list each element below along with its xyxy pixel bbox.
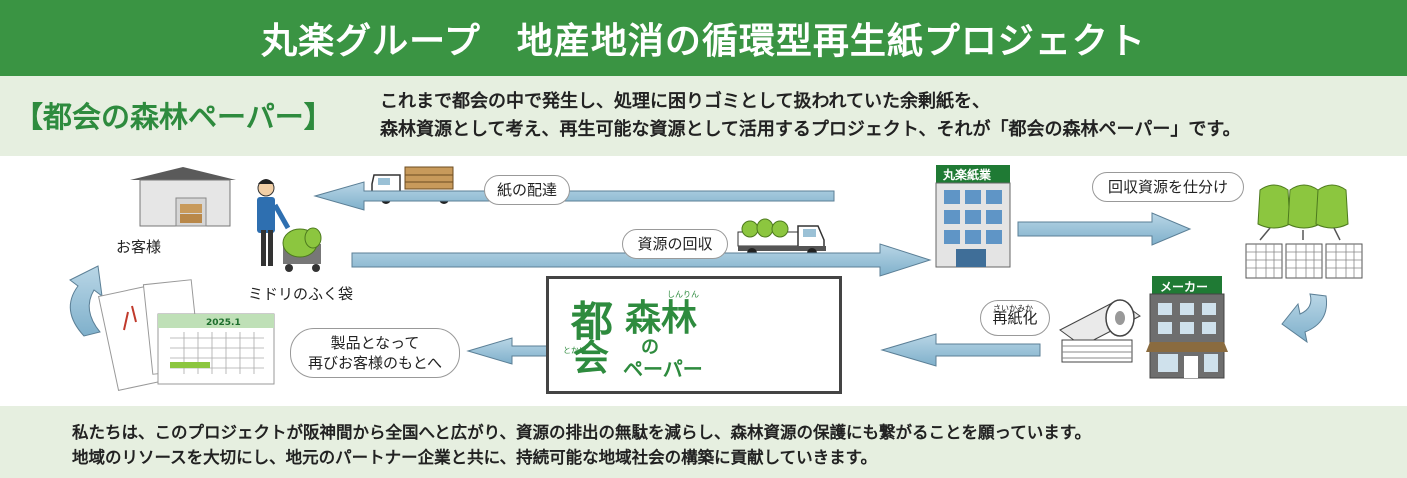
header-group-name: 丸楽グループ bbox=[261, 21, 481, 62]
calendar-year: 2025.1 bbox=[206, 318, 241, 328]
logo-char-3: 森林 bbox=[625, 298, 698, 339]
return-bubble: 製品となって 再びお客様のもとへ bbox=[290, 328, 460, 378]
to-customer-arrow bbox=[466, 337, 549, 365]
collection-bubble: 資源の回収 bbox=[622, 229, 728, 259]
sorting-arrow bbox=[1017, 212, 1192, 246]
company-sign: 丸楽紙業 bbox=[943, 168, 992, 182]
to-maker-arrow bbox=[1281, 293, 1328, 344]
collection-arrow bbox=[351, 243, 932, 277]
footer-text: 私たちは、このプロジェクトが阪神間から全国へと広がり、資源の排出の無駄を減らし、… bbox=[72, 420, 1091, 470]
recycle-text: 再紙化 bbox=[992, 309, 1038, 327]
maker-sign: メーカー bbox=[1160, 280, 1209, 294]
delivery-text: 紙の配達 bbox=[496, 181, 557, 199]
footer-line-2: 地域のリソースを大切にし、地元のパートナー企業と共に、持続可能な地域社会の構築に… bbox=[72, 448, 878, 467]
sorting-bubble: 回収資源を仕分け bbox=[1092, 172, 1244, 202]
return-line-1: 製品となって bbox=[330, 334, 420, 352]
return-line-2: 再びお客様のもとへ bbox=[308, 354, 442, 372]
customer-label: お客様 bbox=[116, 238, 162, 256]
bag-label: ミドリのふく袋 bbox=[248, 285, 354, 303]
page-header: 丸楽グループ 地産地消の循環型再生紙プロジェクト bbox=[0, 0, 1407, 76]
sorted-resources-icon bbox=[1245, 184, 1363, 279]
logo-ruby-2: とかい bbox=[563, 346, 587, 355]
collection-truck-icon bbox=[737, 218, 826, 258]
recycle-machine-icon bbox=[1059, 299, 1141, 363]
product-calendar-icon bbox=[97, 279, 275, 391]
to-product-arrow bbox=[880, 333, 1041, 367]
delivery-bubble: 紙の配達 bbox=[484, 175, 570, 205]
header-project-title: 地産地消の循環型再生紙プロジェクト bbox=[516, 21, 1146, 62]
logo-char-1: 都 bbox=[571, 297, 614, 346]
delivery-arrow bbox=[313, 181, 835, 211]
logo-paper: ペーパー bbox=[623, 357, 703, 381]
footer-band: 私たちは、このプロジェクトが阪神間から全国へと広がり、資源の排出の無駄を減らし、… bbox=[0, 406, 1407, 478]
collection-text: 資源の回収 bbox=[637, 235, 713, 253]
recycle-bubble: 再紙化 bbox=[980, 300, 1050, 336]
logo-ruby-1: しんりん bbox=[667, 290, 699, 299]
company-building-icon bbox=[935, 165, 1011, 268]
intro-line-2: 森林資源として考え、再生可能な資源として活用するプロジェクト、それが「都会の森林… bbox=[380, 119, 1241, 140]
intro-line-1: これまで都会の中で発生し、処理に困りゴミとして扱われていた余剰紙を、 bbox=[380, 91, 991, 112]
sorting-text: 回収資源を仕分け bbox=[1107, 178, 1228, 196]
warehouse-icon bbox=[130, 167, 236, 227]
maker-factory-icon bbox=[1146, 276, 1228, 379]
intro-band: 【都会の森林ペーパー】 これまで都会の中で発生し、処理に困りゴミとして扱われてい… bbox=[0, 76, 1407, 156]
customer-person-icon bbox=[257, 179, 322, 272]
return-to-customer-arrow bbox=[69, 265, 103, 337]
footer-line-1: 私たちは、このプロジェクトが阪神間から全国へと広がり、資源の排出の無駄を減らし、… bbox=[72, 423, 1092, 442]
forest-paper-logo: 都 会 森林 の ペーパー しんりん とかい bbox=[546, 276, 842, 394]
recycle-ruby: さいかみか bbox=[993, 304, 1033, 313]
logo-char-2: 会 bbox=[573, 338, 610, 379]
intro-tag: 【都会の森林ペーパー】 bbox=[14, 100, 333, 134]
logo-no: の bbox=[641, 337, 659, 358]
intro-text: これまで都会の中で発生し、処理に困りゴミとして扱われていた余剰紙を、 森林資源と… bbox=[380, 88, 1241, 144]
